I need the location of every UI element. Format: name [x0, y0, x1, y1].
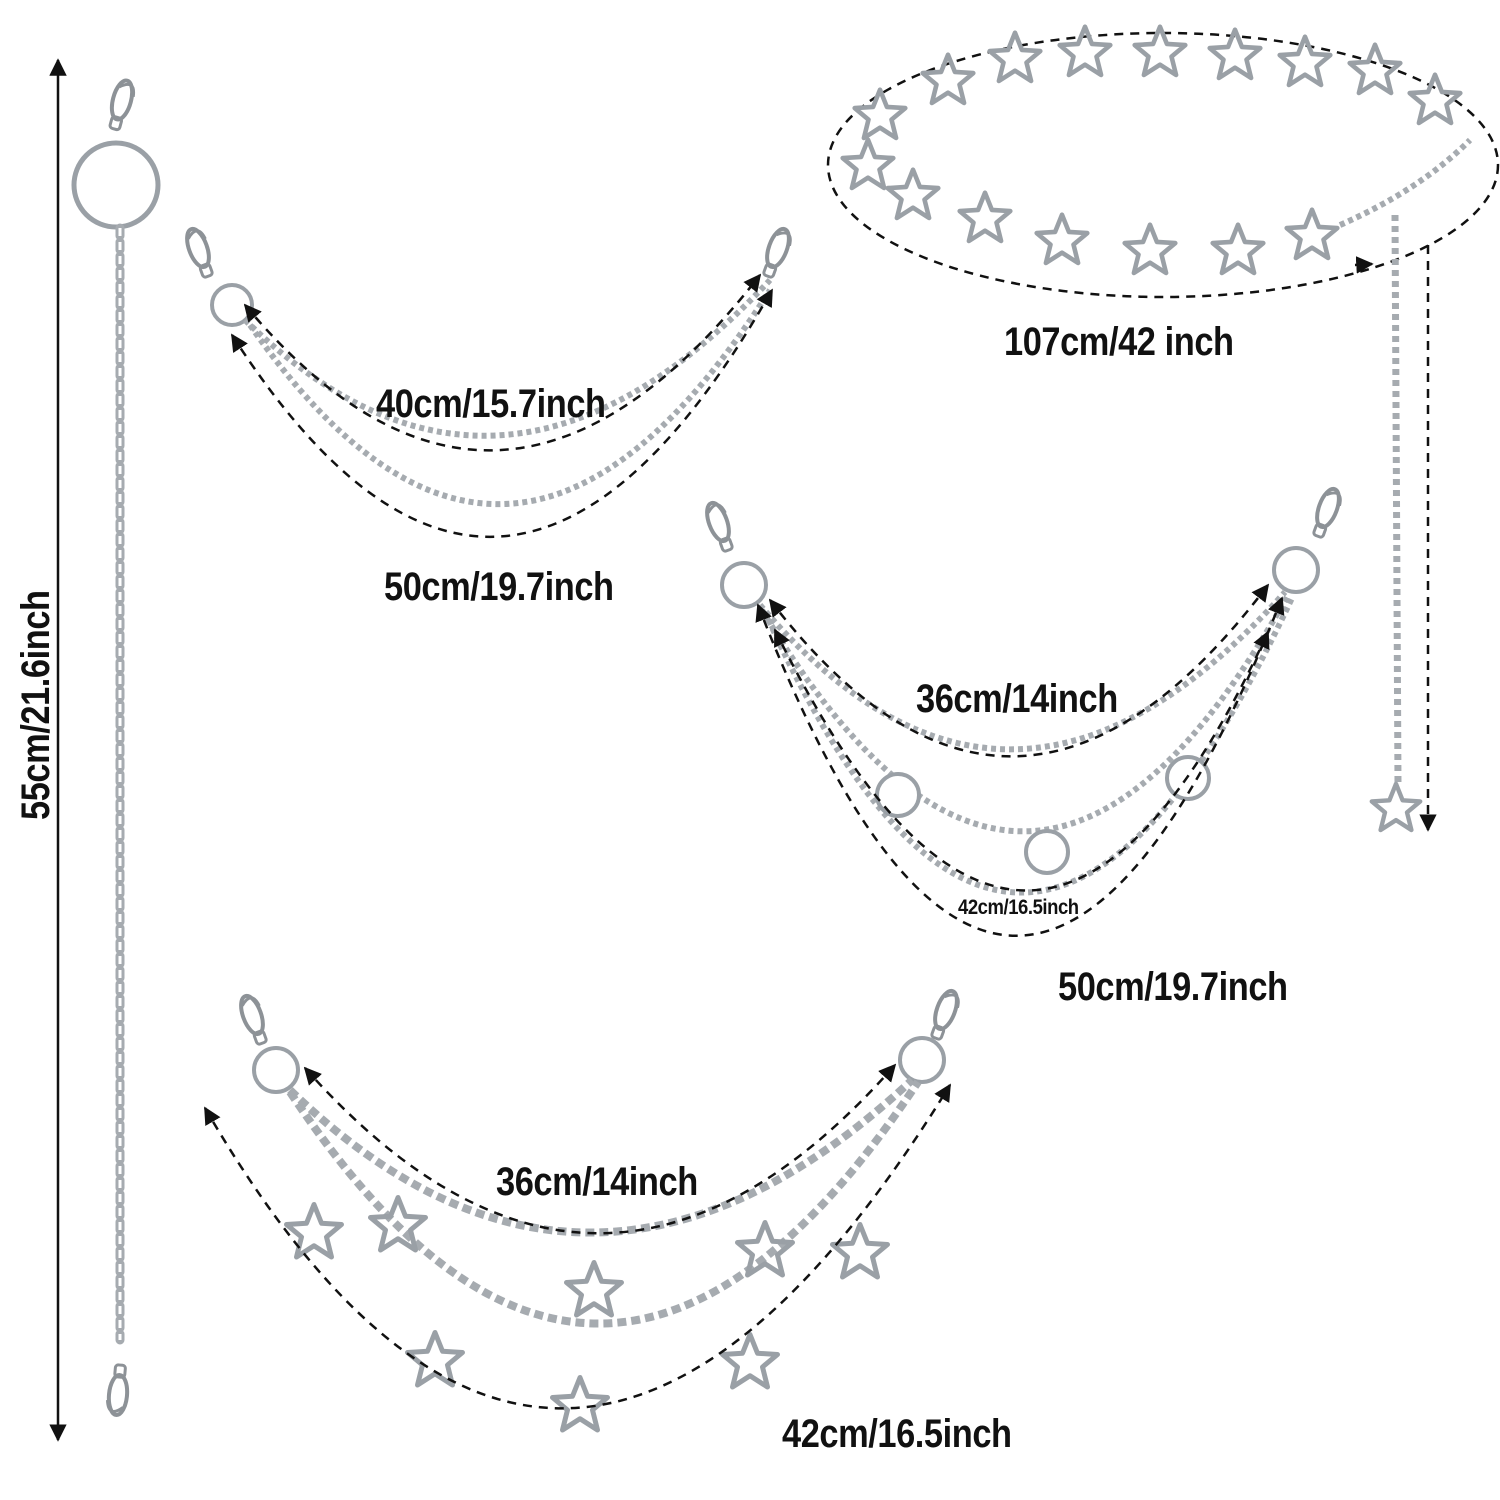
ring-icon [875, 772, 921, 818]
star-charm-chain [234, 986, 965, 1431]
star-icon [960, 193, 1011, 241]
chain-strand [286, 1079, 922, 1328]
dimension-line-curve [243, 273, 762, 452]
dimension-line-curve [773, 628, 1270, 892]
chain-strand [762, 596, 1295, 896]
star-icon [408, 1333, 463, 1386]
clasp-icon [757, 224, 797, 282]
star-chain-back [855, 27, 1461, 138]
star-icon [1135, 27, 1186, 75]
star-icon [1037, 215, 1088, 263]
star-icon [855, 90, 906, 138]
star-icon [1213, 225, 1264, 273]
clasp-icon [103, 76, 139, 134]
star-belt [826, 27, 1500, 830]
star-icon [990, 33, 1041, 81]
ring-chain-middle-label: 42cm/16.5inch [958, 896, 1079, 919]
chain-strand [1338, 137, 1473, 228]
dimension-line-curve [230, 288, 774, 539]
double-chain-short-label: 40cm/15.7inch [376, 382, 606, 426]
star-icon [843, 140, 894, 188]
star-icon [923, 55, 974, 103]
star-belt-length-label: 107cm/42 inch [1004, 320, 1234, 364]
star-icon [833, 1225, 888, 1278]
clasp-icon [1307, 484, 1347, 542]
dimension-line-curve [303, 1063, 897, 1235]
star-icon [287, 1205, 342, 1258]
star-icon [1125, 225, 1176, 273]
star-icon [1350, 45, 1401, 93]
star-icon [1372, 784, 1420, 830]
clasp-icon [925, 986, 965, 1044]
chain-strand [757, 590, 1288, 753]
long-chain-length-label: 55cm/21.6inch [14, 590, 58, 820]
star-icon [553, 1378, 608, 1431]
star-icon [723, 1335, 778, 1388]
clasp-icon [700, 497, 740, 556]
chain-strand [287, 1077, 915, 1237]
chain-strand [1391, 214, 1402, 786]
clasp-icon [180, 223, 220, 282]
star-icon [1287, 210, 1338, 258]
dimension-line-curve [755, 596, 1285, 937]
ring-icon [1024, 829, 1070, 875]
ring-chain-top-label: 36cm/14inch [916, 677, 1118, 721]
star-icon [1410, 75, 1461, 123]
ring-chain-bottom-label: 50cm/19.7inch [1058, 965, 1288, 1009]
ring-icon [898, 1036, 946, 1084]
star-charm-chain-top-label: 36cm/14inch [496, 1160, 698, 1204]
double-chain [180, 223, 797, 508]
chain-strand [247, 288, 773, 508]
star-icon [1280, 37, 1331, 85]
ring-icon [252, 1046, 300, 1094]
ring-icon [1272, 546, 1320, 594]
dimension-line-curve [768, 583, 1270, 758]
double-chain-long-label: 50cm/19.7inch [384, 565, 614, 609]
chain-strand [759, 593, 1291, 835]
clasp-icon [104, 1362, 132, 1418]
star-icon [567, 1263, 622, 1316]
ring-icon [720, 561, 768, 609]
long-chain [71, 76, 161, 1418]
star-chain-front [843, 140, 1338, 273]
ring-icon [71, 140, 161, 230]
star-icon [888, 170, 939, 218]
clasp-icon [234, 990, 274, 1049]
star-charm-chain-bottom-label: 42cm/16.5inch [782, 1412, 1012, 1456]
